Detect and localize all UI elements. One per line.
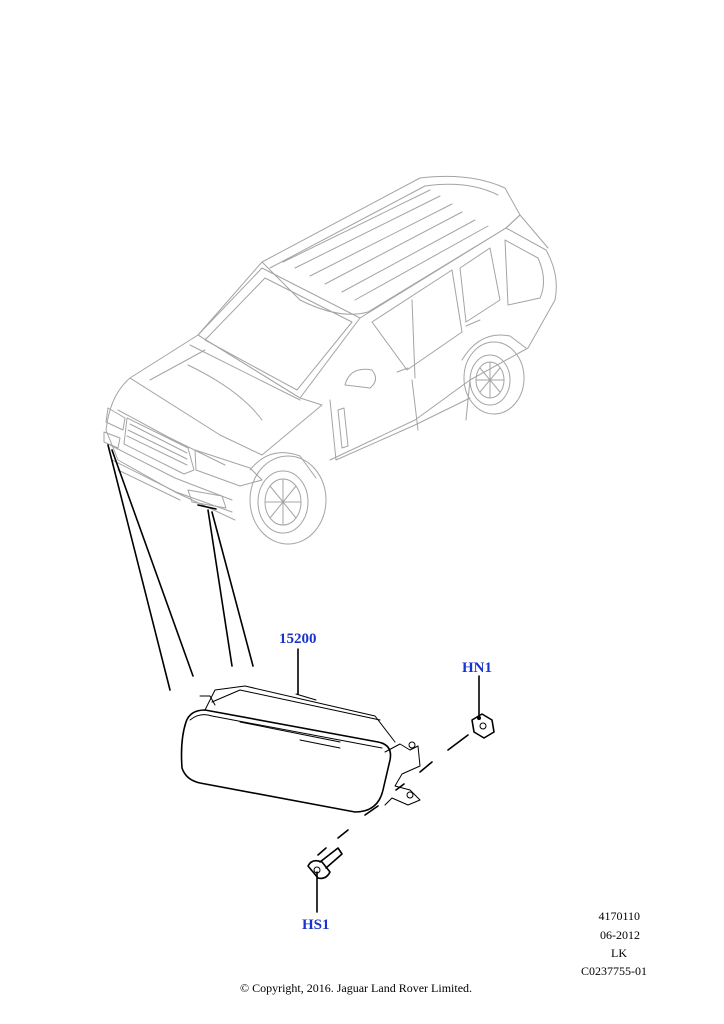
diagram-id: C0237755-01 (581, 964, 647, 978)
diagram-ref-number: 4170110 (598, 909, 640, 923)
pointer-lines (107, 444, 254, 691)
callout-HS1[interactable]: HS1 (302, 917, 330, 933)
callout-HN1[interactable]: HN1 (462, 660, 492, 676)
copyright-notice: © Copyright, 2016. Jaguar Land Rover Lim… (239, 981, 473, 995)
diagram-date: 06-2012 (600, 928, 640, 942)
callout-15200[interactable]: 15200 (279, 631, 317, 647)
nut-icon[interactable] (471, 713, 495, 739)
fog-lamp-icon[interactable] (180, 685, 421, 813)
screw-icon[interactable] (307, 847, 343, 880)
vehicle-illustration (103, 175, 557, 545)
diagram-code: LK (611, 946, 627, 960)
